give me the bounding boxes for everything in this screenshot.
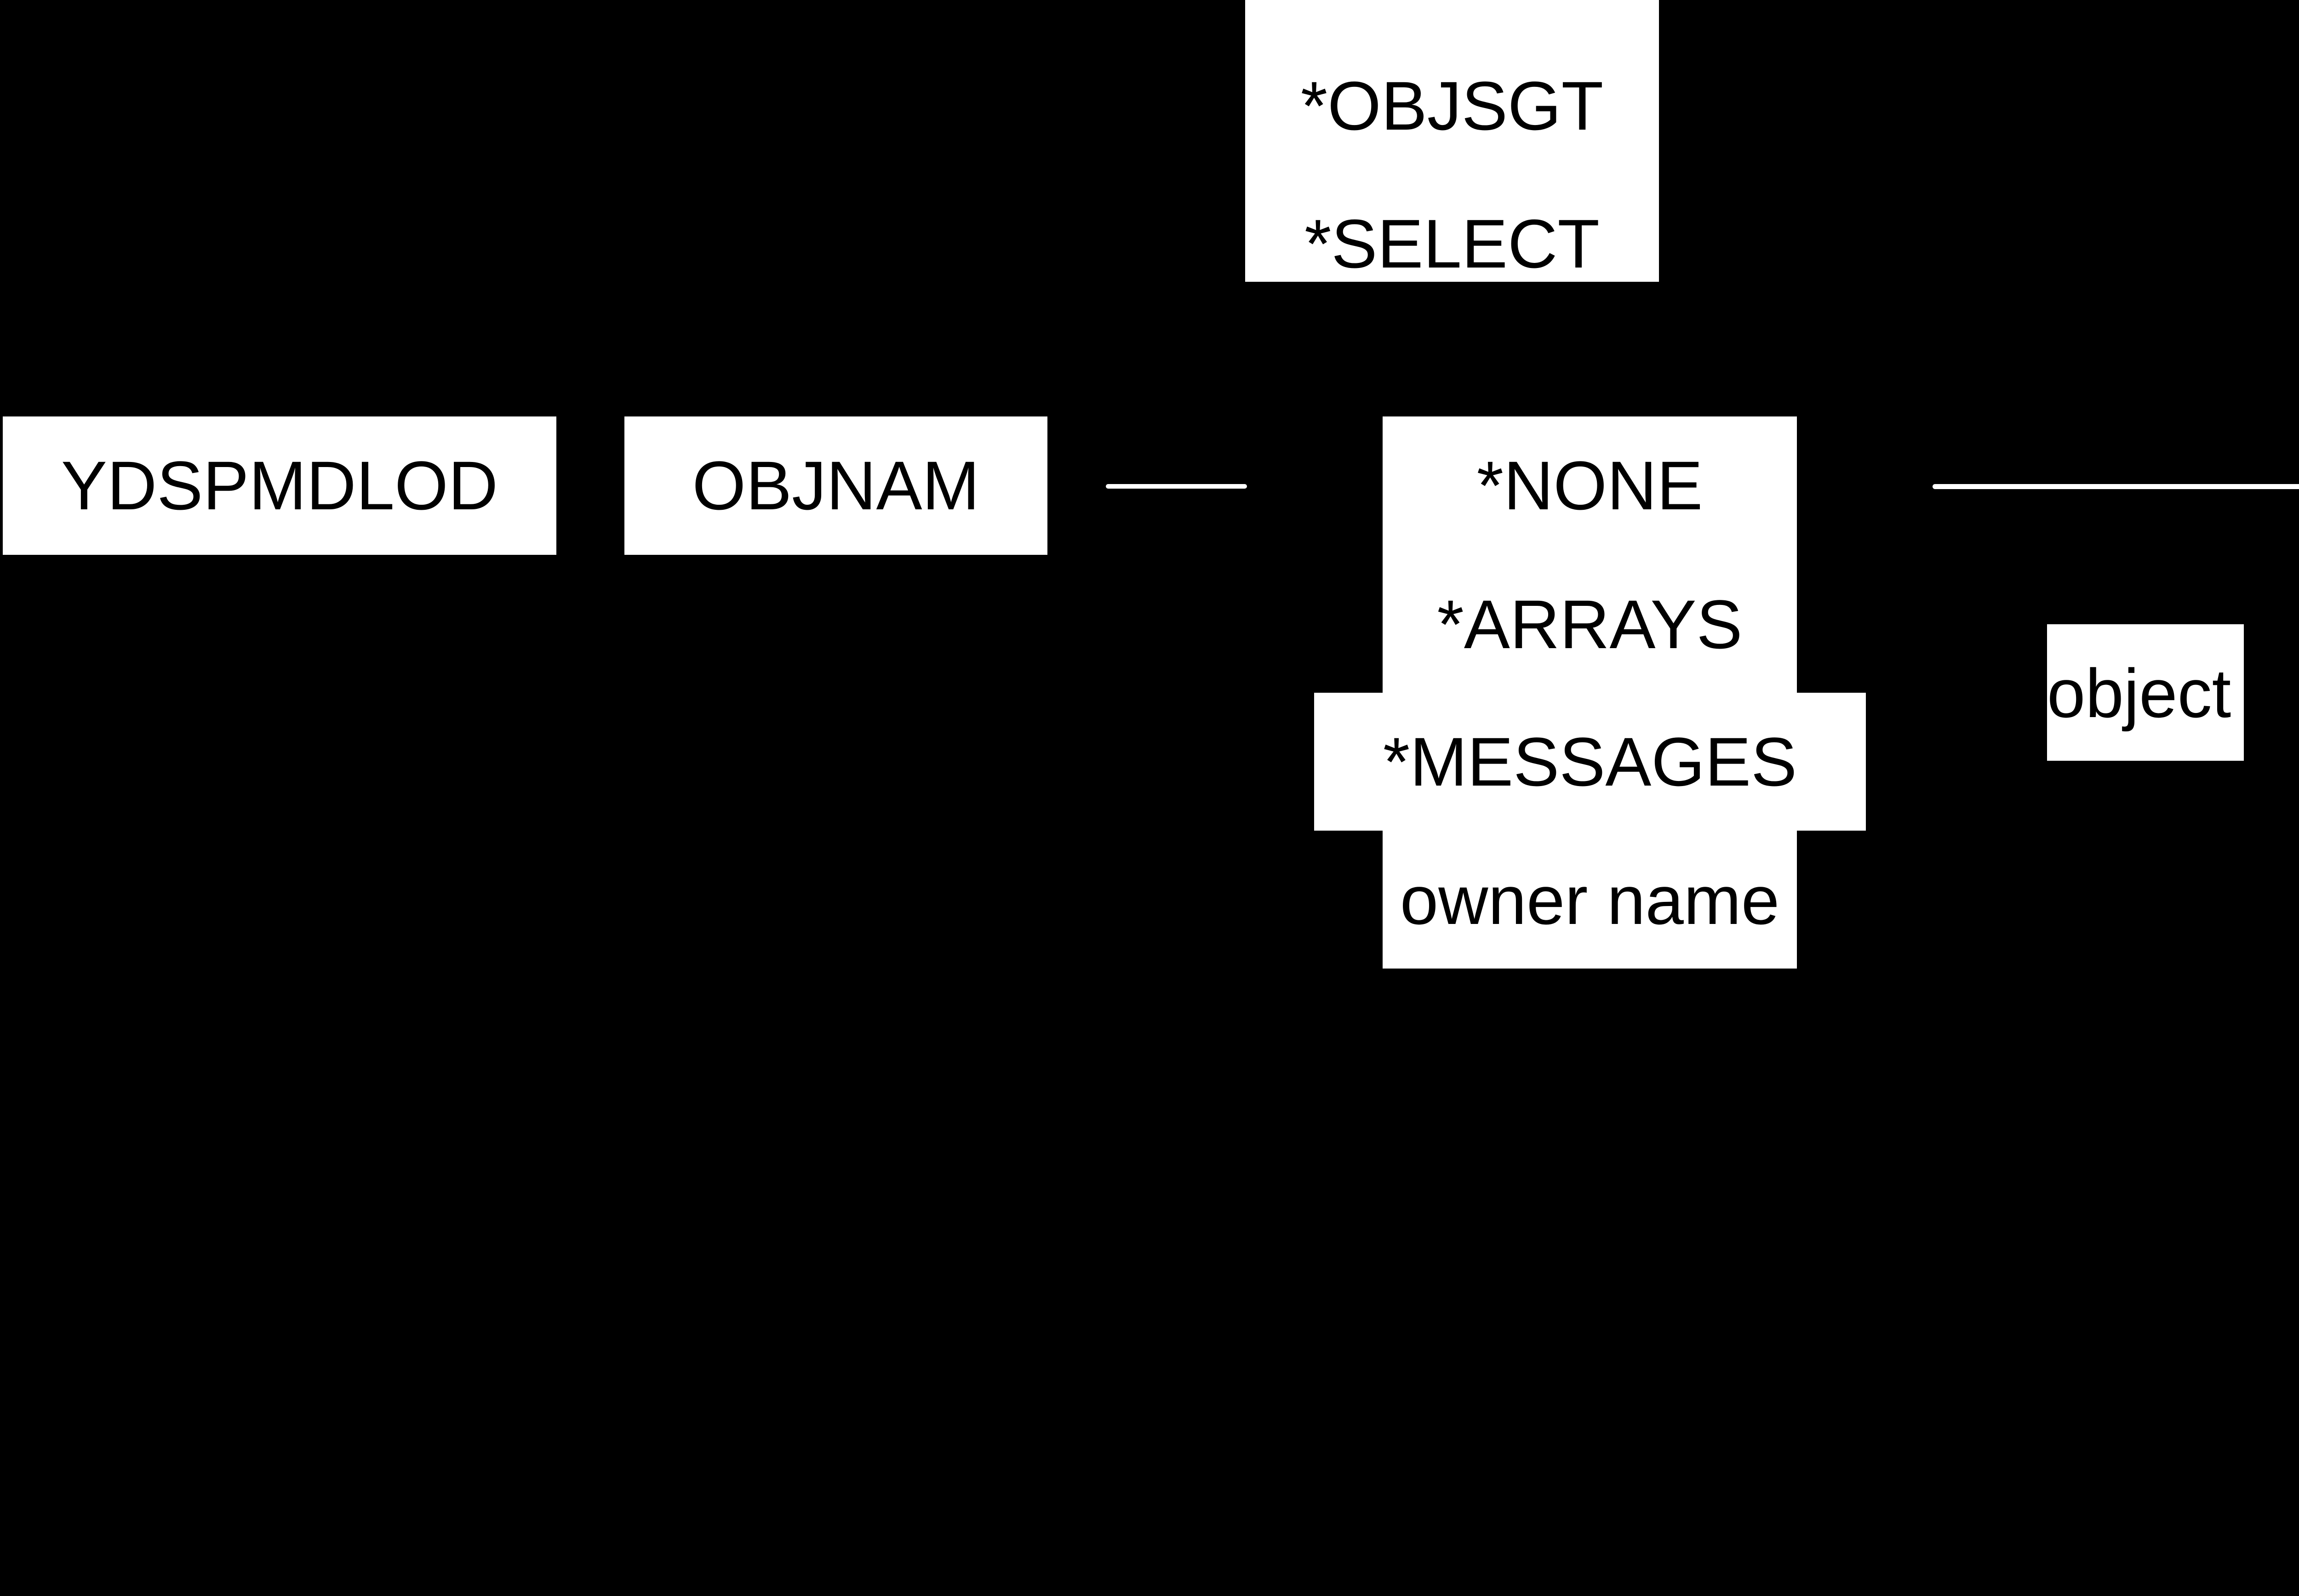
- connector-trunk-line: [1933, 484, 2299, 489]
- option-messages: *MESSAGES: [1383, 723, 1797, 800]
- keyword-label: OBJNAM: [692, 447, 980, 524]
- objnam-option-group: *NONE *ARRAYS owner name: [1383, 416, 1797, 969]
- keyword-box-objnam[interactable]: OBJNAM: [624, 416, 1047, 555]
- option-objsgt[interactable]: *OBJSGT: [1300, 67, 1604, 144]
- object-name-box[interactable]: object name: [2047, 624, 2299, 761]
- command-box-ydspmdlod[interactable]: YDSPMDLOD: [3, 416, 556, 555]
- connector-objnam-to-options: [1106, 484, 1247, 489]
- option-none[interactable]: *NONE: [1476, 447, 1703, 524]
- command-label: YDSPMDLOD: [61, 447, 498, 524]
- option-select[interactable]: *SELECT: [1304, 205, 1600, 282]
- option-box-messages[interactable]: *MESSAGES: [1314, 693, 1866, 831]
- object-name-label: object name: [2047, 655, 2299, 732]
- objsgt-option-group: *OBJSGT *SELECT: [1245, 0, 1659, 282]
- option-arrays[interactable]: *ARRAYS: [1437, 586, 1743, 663]
- option-owner-name[interactable]: owner name: [1400, 861, 1780, 939]
